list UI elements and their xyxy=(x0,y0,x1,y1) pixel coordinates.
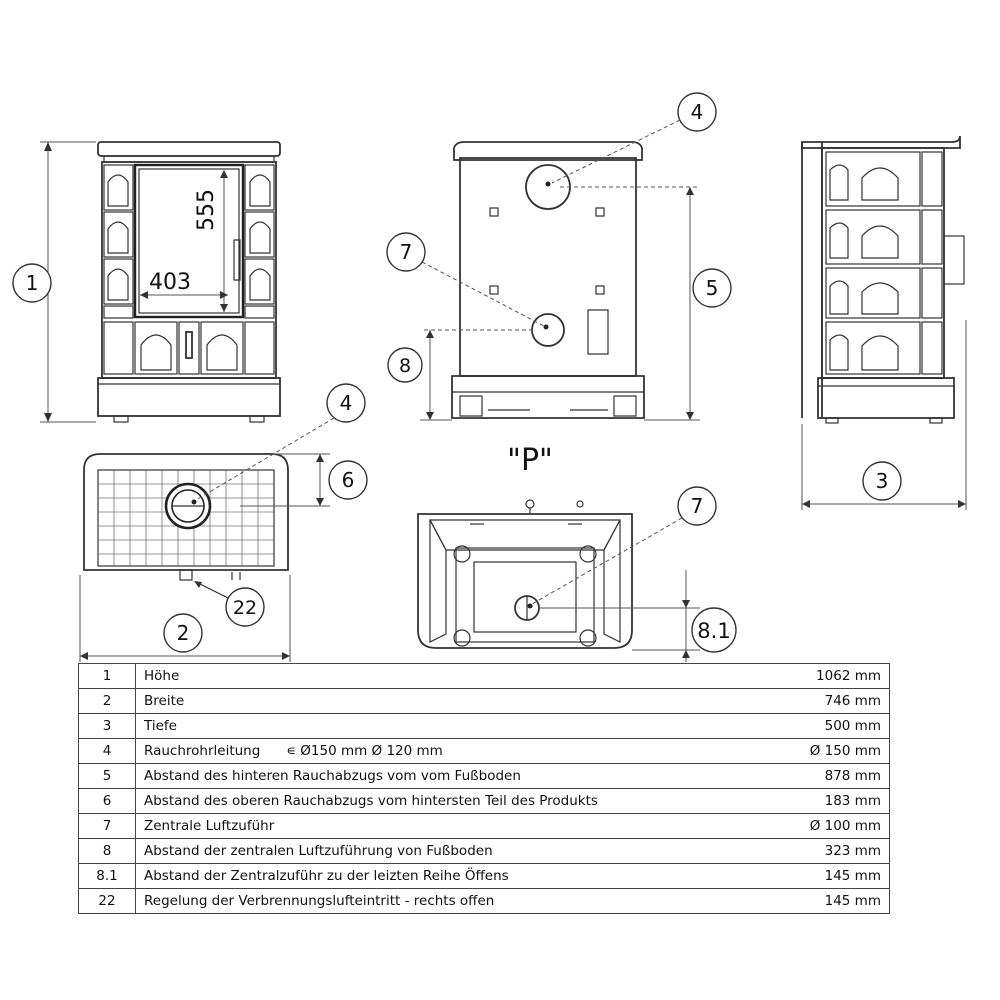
spec-row-value: 145 mm xyxy=(753,863,890,889)
spec-row-number: 8.1 xyxy=(78,863,136,889)
spec-row-description: Abstand des oberen Rauchabzugs vom hinte… xyxy=(144,793,598,809)
spec-row-number: 4 xyxy=(78,738,136,764)
spec-row-description: Zentrale Luftzuführ xyxy=(144,818,275,834)
spec-row-description-cell: Regelung der Verbrennungslufteintritt - … xyxy=(135,888,753,914)
spec-row-description: Abstand der zentralen Luftzuführung von … xyxy=(144,843,493,859)
spec-row-value: 878 mm xyxy=(753,763,890,789)
callout-4-top: 4 xyxy=(340,391,353,415)
callout-22: 22 xyxy=(233,597,257,619)
callout-7-back: 7 xyxy=(400,240,413,264)
spec-row-number: 2 xyxy=(78,688,136,714)
spec-row-value: Ø 150 mm xyxy=(753,738,890,764)
spec-row-value: 746 mm xyxy=(753,688,890,714)
bottom-view-p: 7 8.1 xyxy=(417,486,737,662)
spec-row-description-cell: Tiefe xyxy=(135,713,753,739)
back-view: 4 7 5 8 "P" xyxy=(386,92,732,478)
spec-row-description: Tiefe xyxy=(144,718,177,734)
spec-row: 6 Abstand des oberen Rauchabzugs vom hint… xyxy=(78,788,890,814)
callout-1: 1 xyxy=(26,271,39,295)
view-p-label: "P" xyxy=(507,443,553,478)
spec-row-description: Regelung der Verbrennungslufteintritt - … xyxy=(144,893,495,909)
spec-row-description: Breite xyxy=(144,693,185,709)
spec-row-description-cell: Abstand des hinteren Rauchabzugs vom vom… xyxy=(135,763,753,789)
callout-5: 5 xyxy=(706,276,719,300)
spec-row-number: 22 xyxy=(78,888,136,914)
spec-row-value: 1062 mm xyxy=(753,663,890,689)
spec-row: 8 Abstand der zentralen Luftzuführung von… xyxy=(78,838,890,864)
spec-row-description-cell: Abstand der Zentralzuführ zu der leizten… xyxy=(135,863,753,889)
spec-row-extra: ∊ Ø150 mm Ø 120 mm xyxy=(286,743,443,759)
spec-row-description-cell: Abstand des oberen Rauchabzugs vom hinte… xyxy=(135,788,753,814)
top-view: 4 6 22 2 xyxy=(79,383,368,662)
spec-row: 22 Regelung der Verbrennungslufteintritt … xyxy=(78,888,890,914)
front-view: 555 403 1 xyxy=(12,141,281,423)
spec-row-value: 323 mm xyxy=(753,838,890,864)
spec-row: 1 Höhe 1062 mm xyxy=(78,663,890,689)
spec-row: 2 Breite 746 mm xyxy=(78,688,890,714)
spec-row-description: Höhe xyxy=(144,668,180,684)
spec-row-value: Ø 100 mm xyxy=(753,813,890,839)
spec-row-description-cell: Abstand der zentralen Luftzuführung von … xyxy=(135,838,753,864)
spec-row: 4 Rauchrohrleitung ∊ Ø150 mm Ø 120 mm Ø 150… xyxy=(78,738,890,764)
spec-row-value: 183 mm xyxy=(753,788,890,814)
spec-row-description-cell: Rauchrohrleitung ∊ Ø150 mm Ø 120 mm xyxy=(135,738,753,764)
spec-row-number: 6 xyxy=(78,788,136,814)
spec-row-number: 8 xyxy=(78,838,136,864)
spec-row-description-cell: Zentrale Luftzuführ xyxy=(135,813,753,839)
spec-row-value: 145 mm xyxy=(753,888,890,914)
spec-row-description: Abstand der Zentralzuführ zu der leizten… xyxy=(144,868,509,884)
spec-row: 7 Zentrale Luftzuführ Ø 100 mm xyxy=(78,813,890,839)
spec-row-description: Rauchrohrleitung xyxy=(144,743,261,759)
callout-8: 8 xyxy=(399,355,411,377)
spec-row: 5 Abstand des hinteren Rauchabzugs vom vo… xyxy=(78,763,890,789)
spec-row-description: Abstand des hinteren Rauchabzugs vom vom… xyxy=(144,768,521,784)
spec-row-description-cell: Breite xyxy=(135,688,753,714)
callout-6: 6 xyxy=(342,468,355,492)
dim-555-label: 555 xyxy=(194,189,219,231)
callout-8-1: 8.1 xyxy=(697,619,730,643)
spec-row-description-cell: Höhe xyxy=(135,663,753,689)
spec-row-value: 500 mm xyxy=(753,713,890,739)
spec-row-number: 5 xyxy=(78,763,136,789)
spec-row-number: 3 xyxy=(78,713,136,739)
callout-7-bottom: 7 xyxy=(691,494,704,518)
callout-2: 2 xyxy=(177,621,190,645)
callout-3: 3 xyxy=(876,469,889,493)
spec-row: 8.1 Abstand der Zentralzuführ zu der leiz… xyxy=(78,863,890,889)
technical-drawing: 555 403 1 4 7 xyxy=(12,92,967,662)
dim-403-label: 403 xyxy=(149,270,191,295)
spec-row-number: 1 xyxy=(78,663,136,689)
spec-row-number: 7 xyxy=(78,813,136,839)
callout-4-back: 4 xyxy=(691,100,704,124)
side-view: 3 xyxy=(801,135,967,510)
spec-row: 3 Tiefe 500 mm xyxy=(78,713,890,739)
